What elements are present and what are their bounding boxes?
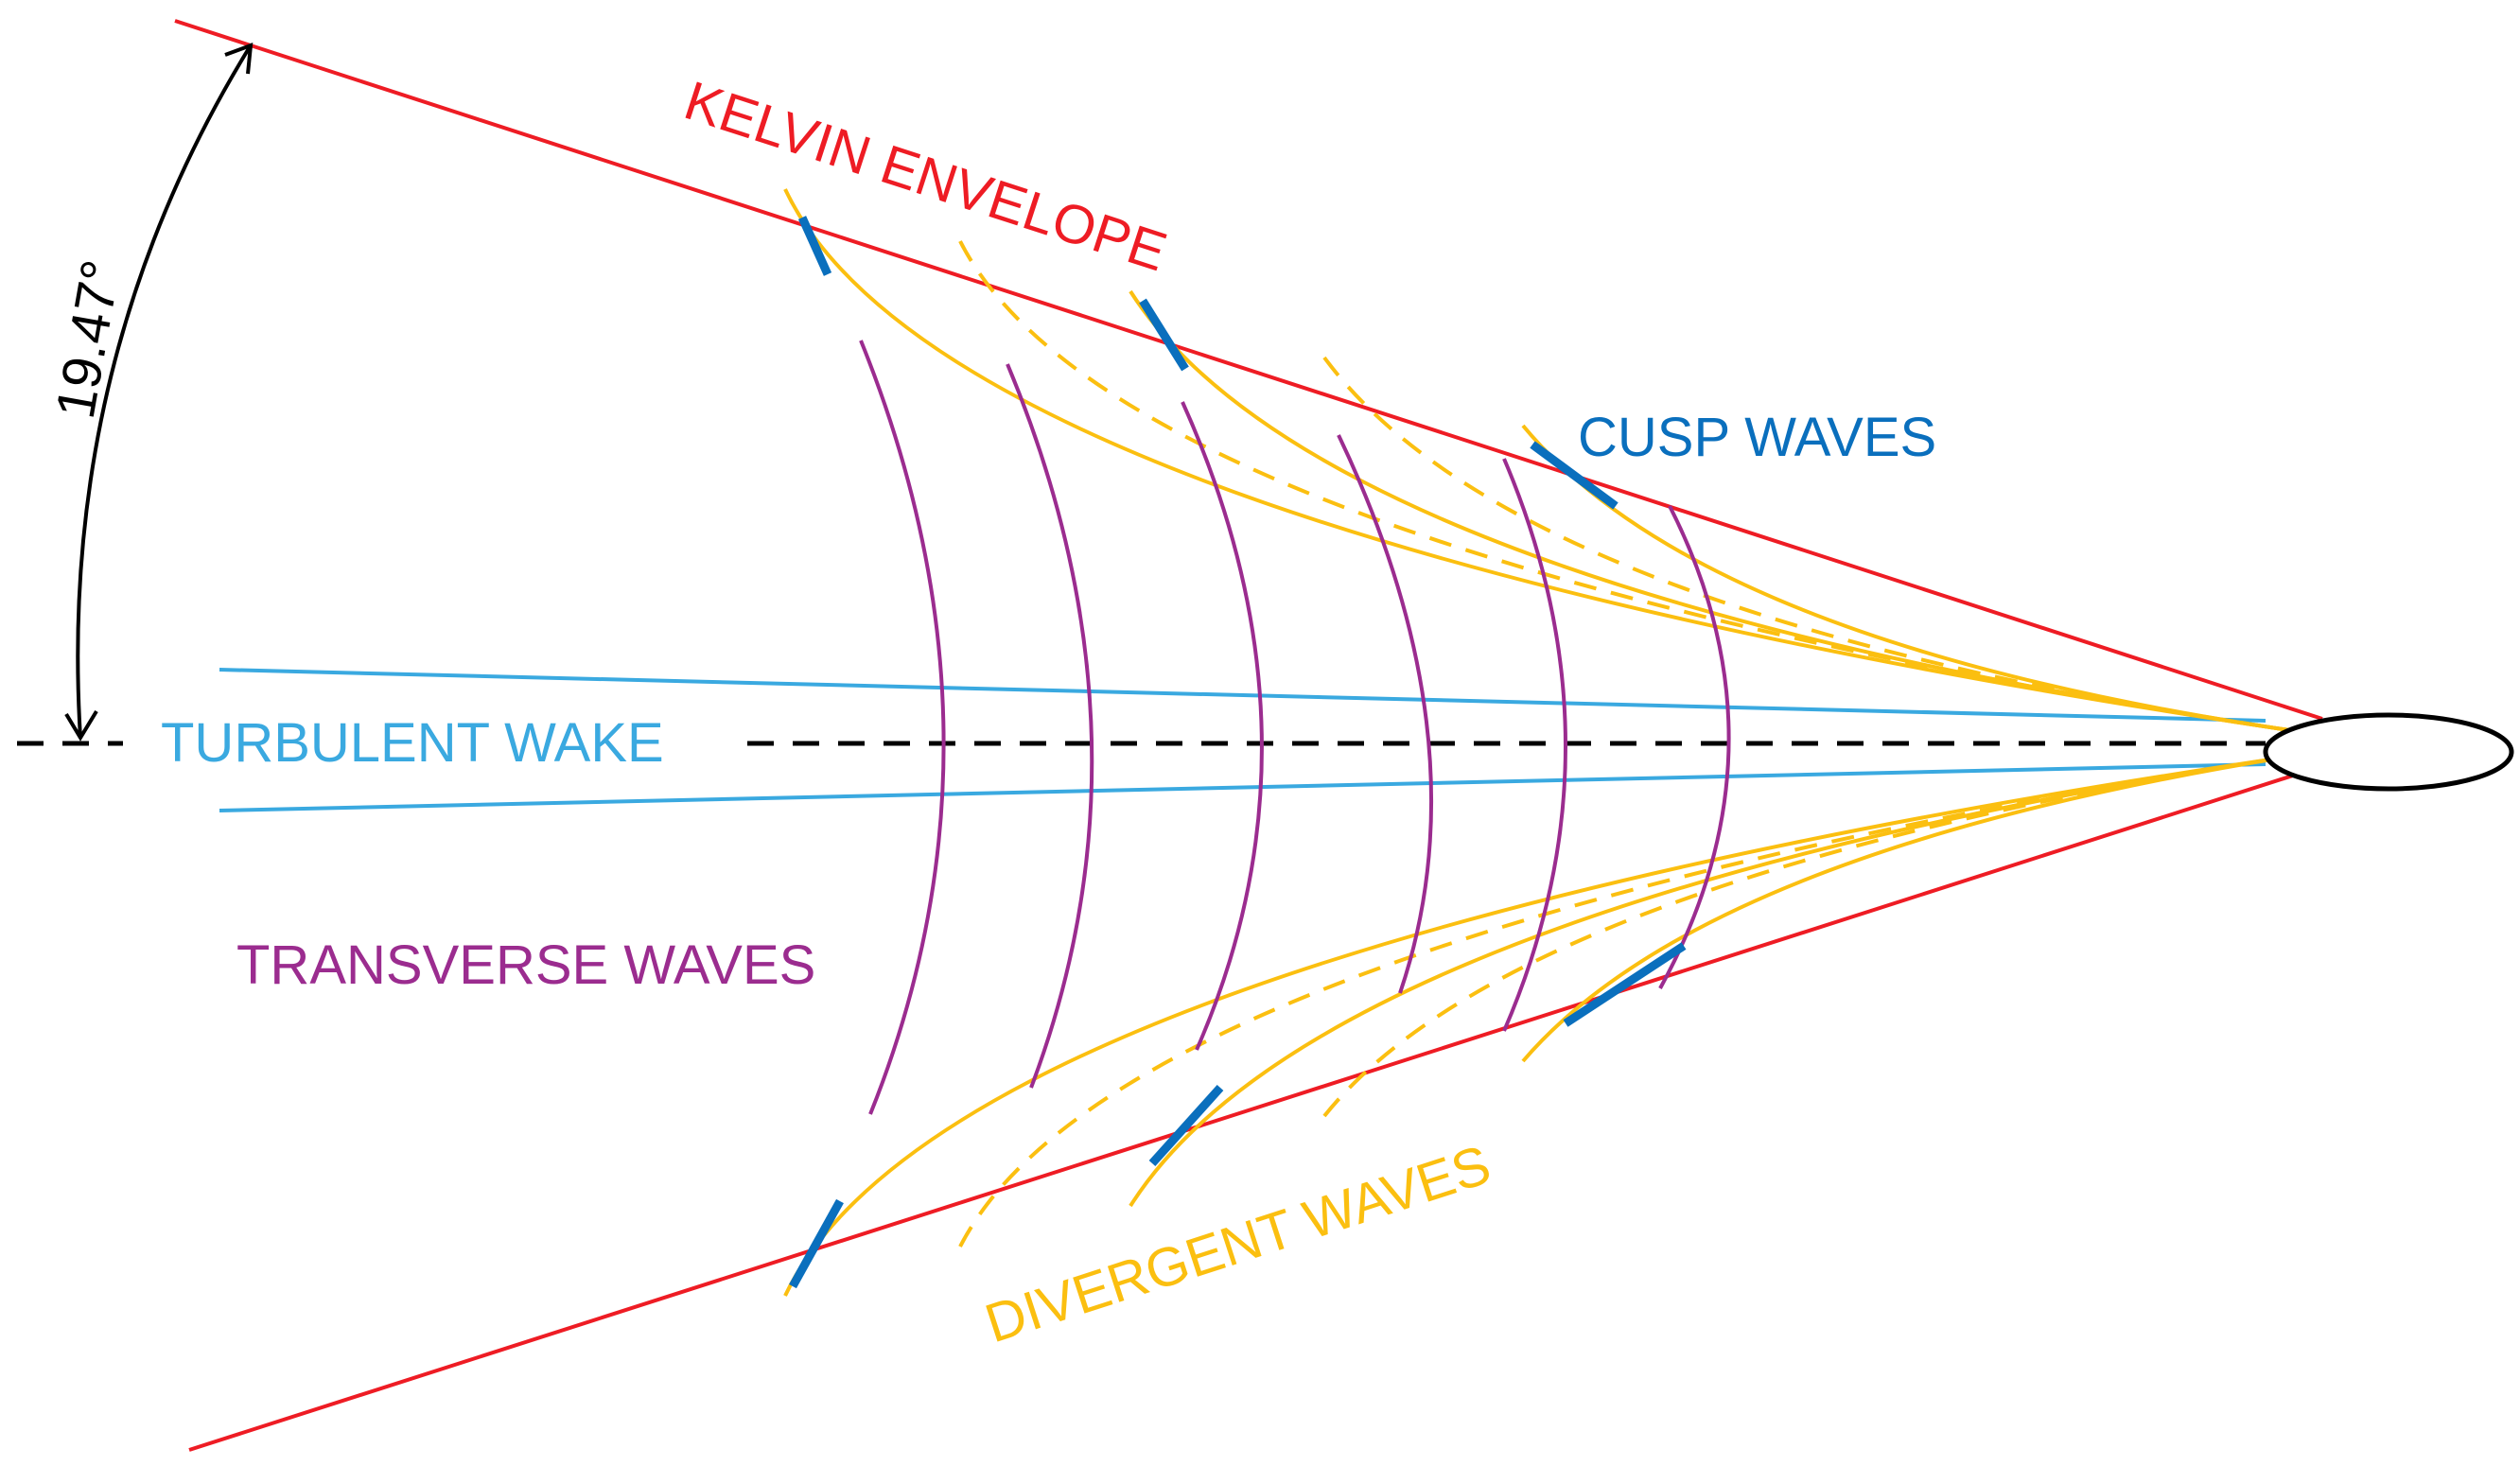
divergent-wave-lower-3 (1521, 755, 2290, 1063)
turbulent-wake-upper (219, 668, 2266, 723)
cusp-marker-upper-2 (1139, 298, 1189, 372)
angle-indicator (64, 43, 254, 742)
divergent-wave-upper-1 (783, 188, 2290, 732)
transverse-waves (859, 340, 1731, 1115)
cusp-marker-lower-1 (789, 1198, 844, 1289)
cusp-marker-upper-1 (797, 216, 832, 276)
turbulent-wake-lines (219, 668, 2266, 812)
transverse-wave-1 (859, 340, 946, 1115)
divergent-wave-lower-2 (1129, 755, 2290, 1208)
angle-arc (76, 44, 253, 739)
transverse-wave-4 (1337, 434, 1434, 994)
transverse-wave-3 (1181, 401, 1264, 1051)
divergent-wave-upper-2 (1129, 289, 2290, 732)
turbulent-wake-lower (219, 762, 2266, 812)
transverse-wave-5 (1502, 458, 1567, 1032)
kelvin-envelope-lower (188, 764, 2323, 1452)
kelvin-envelope-label: KELVIN ENVELOPE (677, 70, 1174, 284)
cusp-marker-lower-2 (1148, 1084, 1224, 1167)
cusp-waves-label: CUSP WAVES (1578, 407, 1936, 468)
transverse-waves-label: TRANSVERSE WAVES (236, 934, 815, 996)
divergent-wave-dashed-lower-1 (958, 755, 2290, 1248)
kelvin-envelope-lines (174, 19, 2323, 1452)
transverse-wave-2 (1006, 363, 1094, 1089)
cusp-marker-upper-3 (1530, 441, 1619, 510)
divergent-wave-upper-3 (1521, 424, 2290, 732)
divergent-wave-lower-1 (783, 755, 2290, 1297)
divergent-wave-dashed-upper-2 (1322, 356, 2290, 732)
divergent-wave-dashed-upper-1 (958, 240, 2290, 732)
angle-arrowhead-bottom (64, 709, 98, 742)
angle-arrowhead-top (224, 43, 254, 75)
transverse-wave-6 (1658, 505, 1731, 989)
kelvin-envelope-upper (174, 19, 2323, 721)
divergent-waves-dashed (958, 240, 2290, 1248)
divergent-wave-dashed-lower-2 (1322, 755, 2290, 1118)
boat-hull (2263, 712, 2514, 792)
divergent-waves-label: DIVERGENT WAVES (978, 1134, 1497, 1355)
cusp-wave-markers (789, 216, 1687, 1289)
turbulent-wake-label: TURBULENT WAKE (161, 712, 664, 774)
cusp-marker-lower-3 (1563, 942, 1687, 1027)
angle-label: 19.47° (44, 255, 132, 423)
